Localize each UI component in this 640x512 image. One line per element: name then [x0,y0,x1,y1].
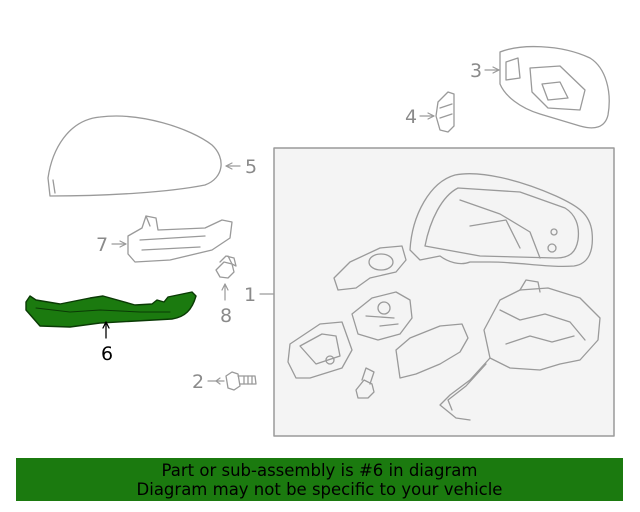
banner-line-2: Diagram may not be specific to your vehi… [136,480,503,499]
leader-lines [111,66,500,385]
callout-8[interactable]: 8 [220,305,232,327]
part-6-lower-garnish[interactable] [25,291,197,328]
part-4-lamp[interactable] [435,91,455,133]
part-3-mirror-glass[interactable] [499,45,610,129]
callout-5[interactable]: 5 [245,156,257,178]
callout-7[interactable]: 7 [96,234,108,256]
part-2-bolt[interactable] [225,371,257,391]
part-1-mirror-housing [409,173,594,268]
part-1-actuator [351,291,413,341]
callout-2[interactable]: 2 [192,371,204,393]
part-1-garnish-cover [395,323,469,379]
banner-line-1: Part or sub-assembly is #6 in diagram [161,461,478,480]
part-1-gasket [333,245,407,291]
part-1-wire-harness [439,279,601,421]
callout-3[interactable]: 3 [470,60,482,82]
part-7-turn-signal[interactable] [127,215,233,263]
part-5-mirror-cover[interactable] [47,115,222,197]
callout-4[interactable]: 4 [405,106,417,128]
assembly-box [273,147,615,437]
part-1-screw [355,367,375,399]
leader-line-6 [102,321,110,339]
part-8-screw[interactable] [215,255,237,279]
callout-6[interactable]: 6 [101,343,113,365]
callout-1[interactable]: 1 [244,284,256,306]
info-banner: Part or sub-assembly is #6 in diagram Di… [16,458,623,501]
part-1-bracket [287,321,353,379]
